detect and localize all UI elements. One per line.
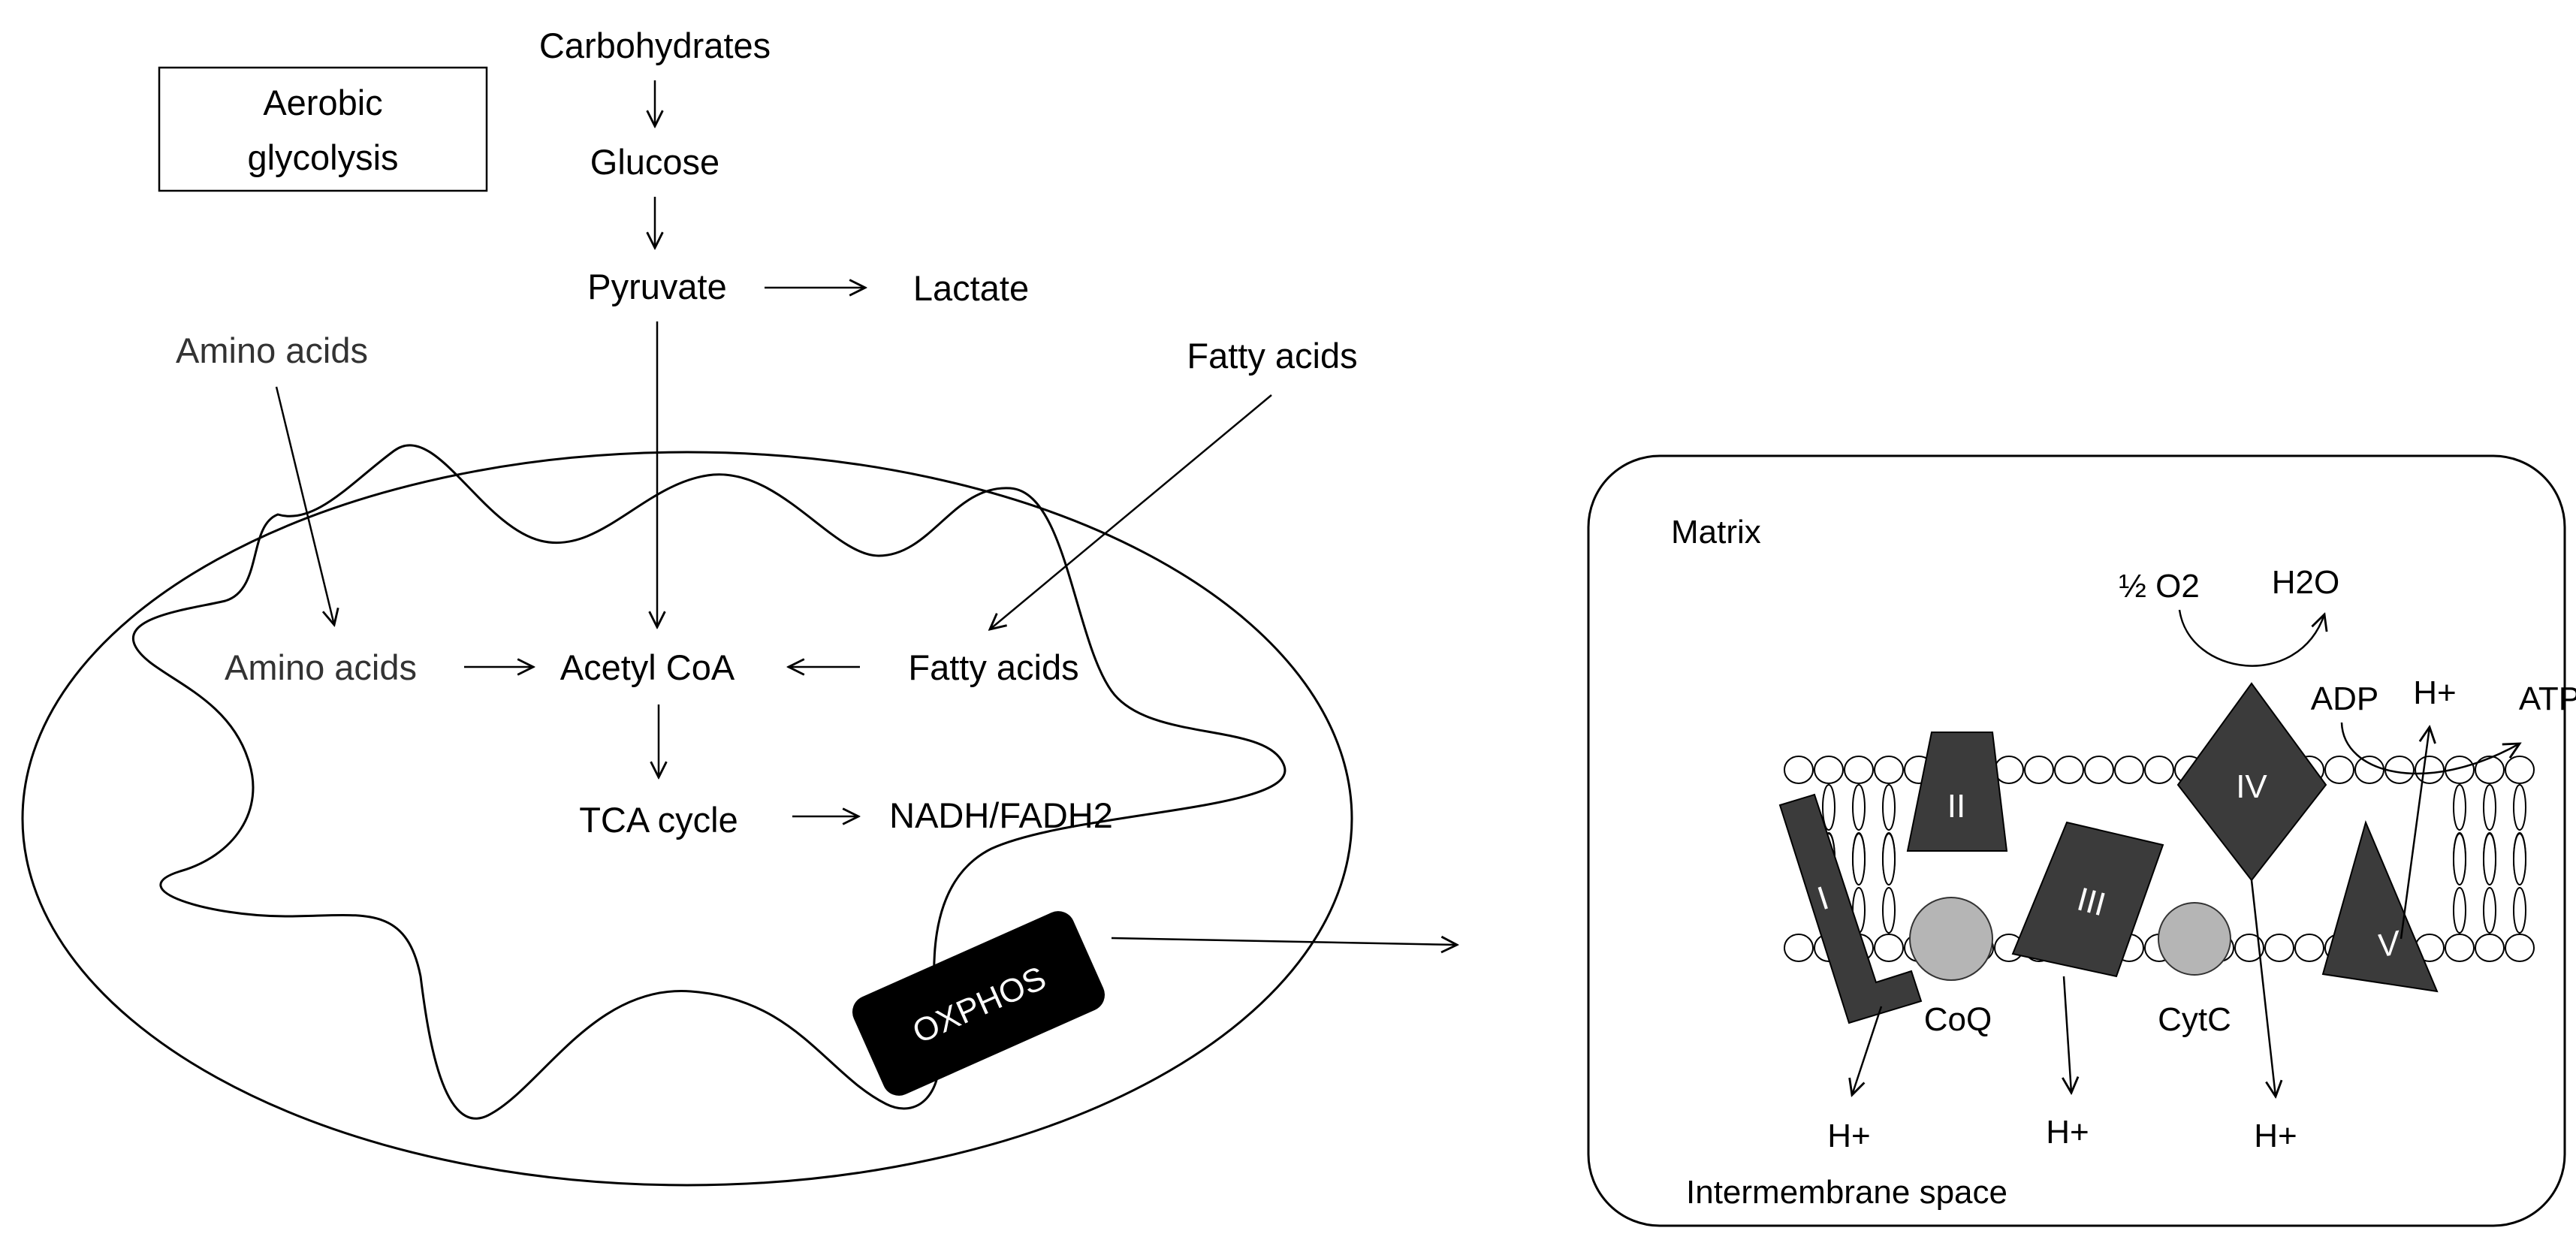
h-plus-bottom-1: H+ (1827, 1118, 1870, 1154)
half-o2-label: ½ O2 (2119, 568, 2200, 605)
lipid-head (2505, 934, 2535, 962)
cytc-carrier: CytC (2158, 902, 2231, 1038)
etc-panel: Matrix Intermembrane space I II CoQ III … (1587, 454, 2576, 1227)
lipid-head (2475, 756, 2505, 784)
lipid-head (1784, 934, 1814, 962)
lipid-head (2294, 934, 2324, 962)
h-plus-bottom-3: H+ (2254, 1118, 2297, 1154)
pyruvate-label: Pyruvate (587, 267, 726, 306)
matrix-label: Matrix (1671, 514, 1761, 551)
h-plus-bottom-2: H+ (2046, 1114, 2089, 1151)
aerobic-glycolysis-box: Aerobic glycolysis (158, 66, 488, 192)
amino-acids-entry-arrow (275, 386, 334, 625)
adp-label: ADP (2311, 680, 2378, 717)
fatty-acids-entry-arrow (990, 394, 1272, 629)
lipid-head (2264, 934, 2294, 962)
lipid-tail (2513, 833, 2526, 885)
lipid-tail (2453, 784, 2466, 831)
lipid-tail (2453, 833, 2466, 885)
lipid-tail (1822, 784, 1835, 831)
lipid-head (2114, 756, 2144, 784)
oxphos-badge: OXPHOS (852, 911, 1105, 1096)
acetyl-coa-label: Acetyl CoA (560, 647, 735, 687)
lipid-tail (1882, 784, 1896, 831)
complex-iv-proton-arrow (2250, 879, 2276, 1097)
complex-i-proton-arrow (1852, 1006, 1883, 1095)
lipid-tail (2513, 887, 2526, 934)
complex-iii-proton-arrow (2064, 976, 2071, 1093)
complex-v: V (2321, 819, 2439, 993)
lipid-tail (2483, 833, 2496, 885)
complex-iv-label: IV (2236, 768, 2267, 805)
lipid-head (2445, 756, 2475, 784)
h2o-label: H2O (2272, 564, 2339, 601)
lipid-head (2144, 756, 2174, 784)
lipid-tail (2483, 784, 2496, 831)
lipid-head (1994, 756, 2024, 784)
lipid-tail (2453, 887, 2466, 934)
intermembrane-space-label: Intermembrane space (1686, 1174, 2007, 1211)
o2-to-h2o-arrow (2178, 609, 2324, 667)
complex-ii: II (1906, 732, 2008, 852)
glucose-label: Glucose (590, 142, 719, 182)
amino-acids-outside-label: Amino acids (176, 330, 368, 370)
lipid-head (1874, 756, 1904, 784)
lipid-head (1874, 934, 1904, 962)
fatty-acids-inside-label: Fatty acids (908, 647, 1078, 687)
tca-cycle-label: TCA cycle (579, 800, 738, 840)
nadh-fadh2-label: NADH/FADH2 (889, 795, 1113, 835)
complex-iii: III (2011, 821, 2164, 978)
complex-ii-label: II (1947, 788, 1965, 825)
lipid-head (2084, 756, 2114, 784)
aerobic-glycolysis-line2: glycolysis (247, 137, 398, 177)
lipid-head (2354, 756, 2384, 784)
lipid-head (1784, 756, 1814, 784)
lipid-head (2324, 756, 2354, 784)
lipid-tail (2483, 887, 2496, 934)
lipid-head (2475, 934, 2505, 962)
h-plus-top-label: H+ (2413, 674, 2456, 711)
lipid-head (1814, 756, 1844, 784)
oxphos-zoom-arrow (1111, 938, 1457, 945)
lipid-head (1844, 756, 1874, 784)
lipid-tail (2513, 784, 2526, 831)
lipid-tail (1852, 784, 1866, 831)
lipid-tail (1882, 833, 1896, 885)
atp-label: ATP (2519, 680, 2576, 717)
fatty-acids-outside-label: Fatty acids (1187, 336, 1357, 376)
amino-acids-inside-label: Amino acids (225, 647, 417, 687)
adp-to-atp-arrow (2340, 722, 2520, 775)
h-plus-into-matrix-arrow (2400, 727, 2430, 940)
lipid-head (2234, 934, 2264, 962)
lipid-head (2445, 934, 2475, 962)
lipid-tail (1882, 887, 1896, 934)
cytc-label: CytC (2158, 1001, 2231, 1038)
lipid-head (2505, 756, 2535, 784)
coq-label: CoQ (1924, 1001, 1992, 1038)
lipid-head (2415, 756, 2445, 784)
lipid-head (2024, 756, 2054, 784)
coq-carrier: CoQ (1909, 897, 1993, 1038)
carbohydrates-label: Carbohydrates (539, 26, 771, 65)
lipid-head (2054, 756, 2084, 784)
complex-i: I (1778, 793, 1923, 1024)
lactate-label: Lactate (913, 268, 1029, 308)
lipid-tail (1852, 833, 1866, 885)
aerobic-glycolysis-line1: Aerobic (263, 83, 382, 122)
